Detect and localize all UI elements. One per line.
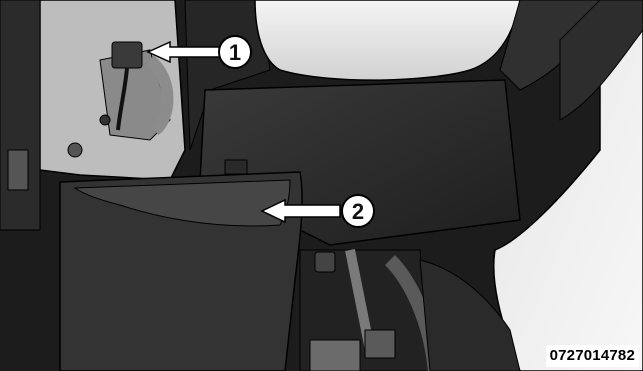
left-slot [8,150,28,190]
wire-connector [112,42,142,68]
cover-tab [225,160,247,174]
pedal-pad [310,340,360,371]
figure-reference-code: 0727014782 [546,345,639,367]
callout-1-number: 1 [229,40,241,65]
pedal-pivot [365,330,395,358]
callout-2-number: 2 [352,199,364,224]
pedal-bracket [315,252,335,272]
bolt-head [68,143,82,157]
left-trim-panel [0,0,40,230]
bolt-head [100,115,110,125]
